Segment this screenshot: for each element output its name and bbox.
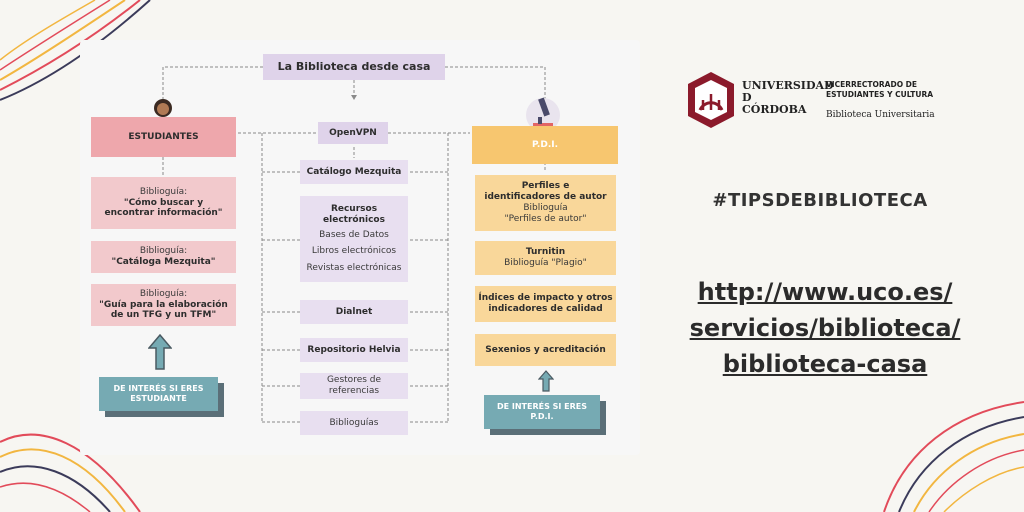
students-item-3-line2: "Guía para la elaboración bbox=[99, 299, 228, 310]
center-item-recursos-sub2: Libros electrónicos bbox=[311, 246, 397, 257]
center-item-dialnet-title: Dialnet bbox=[335, 306, 373, 317]
center-item-catalogo-title: Catálogo Mezquita bbox=[306, 166, 402, 177]
students-item-1-line3: encontrar información" bbox=[104, 208, 223, 219]
pdi-item-perfiles-title1: Perfiles e bbox=[521, 181, 570, 192]
diagram-title: La Biblioteca desde casa bbox=[263, 54, 445, 80]
students-header-label: ESTUDIANTES bbox=[128, 131, 199, 142]
pdi-item-turnitin-title: Turnitin bbox=[525, 247, 566, 258]
center-item-recursos-title2: electrónicos bbox=[323, 214, 385, 225]
diagram-title-text: La Biblioteca desde casa bbox=[277, 60, 431, 74]
students-item-2-line2: "Catáloga Mezquita" bbox=[111, 257, 216, 267]
center-item-gestores-line2: referencias bbox=[328, 386, 380, 396]
students-item-2: Biblioguía: "Catáloga Mezquita" bbox=[91, 241, 236, 273]
pdi-item-perfiles-title2: identificadores de autor bbox=[484, 192, 607, 203]
university-emblem-icon bbox=[688, 72, 734, 128]
university-name-line3: CÓRDOBA bbox=[742, 103, 807, 116]
center-header-label: OpenVPN bbox=[329, 127, 377, 138]
link-line2[interactable]: servicios/biblioteca/ bbox=[689, 314, 961, 342]
center-item-gestores-line1: Gestores de bbox=[326, 375, 382, 386]
center-item-catalogo: Catálogo Mezquita bbox=[300, 160, 408, 184]
pdi-item-indices-title1: Índices de impacto y otros bbox=[478, 293, 613, 304]
arrow-up-icon bbox=[148, 334, 172, 370]
library-home-link[interactable]: http://www.uco.es/ servicios/biblioteca/… bbox=[660, 274, 990, 382]
students-footer-line2: ESTUDIANTE bbox=[130, 394, 187, 403]
microscope-illustration-icon bbox=[526, 97, 560, 132]
arrow-up-icon-pdi bbox=[538, 370, 554, 392]
pdi-header-label: P.D.I. bbox=[531, 139, 559, 150]
library-name: Biblioteca Universitaria bbox=[826, 110, 935, 120]
center-header: OpenVPN bbox=[318, 122, 388, 144]
students-item-1-line1: Biblioguía: bbox=[139, 186, 188, 197]
center-item-helvia: Repositorio Helvia bbox=[300, 338, 408, 362]
pdi-footer-line1: DE INTERÉS SI ERES bbox=[496, 402, 588, 412]
center-item-bibliog: Biblioguías bbox=[300, 411, 408, 435]
students-item-3: Biblioguía: "Guía para la elaboración de… bbox=[91, 284, 236, 326]
students-item-3-line1: Biblioguía: bbox=[139, 288, 188, 299]
students-item-1: Biblioguía: "Cómo buscar y encontrar inf… bbox=[91, 177, 236, 229]
pdi-item-sexenios-title: Sexenios y acreditación bbox=[485, 344, 606, 355]
pdi-header: P.D.I. bbox=[472, 126, 618, 164]
students-item-3-line3: de un TFG y un TFM" bbox=[110, 310, 217, 321]
center-item-bibliog-line1: Biblioguías bbox=[329, 417, 379, 428]
center-item-gestores: Gestores de referencias bbox=[300, 373, 408, 399]
pdi-item-turnitin-sub1: Biblioguía "Plagio" bbox=[504, 258, 587, 268]
students-footer: DE INTERÉS SI ERES ESTUDIANTE bbox=[99, 377, 218, 411]
center-item-helvia-title: Repositorio Helvia bbox=[307, 344, 401, 355]
students-item-2-line1: Biblioguía: bbox=[139, 246, 188, 257]
center-item-recursos-title1: Recursos bbox=[330, 204, 378, 214]
students-item-1-line2: "Cómo buscar y bbox=[123, 197, 204, 208]
center-item-recursos-sub1: Bases de Datos bbox=[319, 229, 389, 240]
hashtag: #TIPSDEBIBLIOTECA bbox=[712, 190, 928, 211]
pdi-footer: DE INTERÉS SI ERES P.D.I. bbox=[484, 395, 600, 429]
pdi-footer-line2: P.D.I. bbox=[530, 412, 554, 421]
center-item-dialnet: Dialnet bbox=[300, 300, 408, 324]
university-name-line2: D bbox=[742, 91, 752, 104]
pdi-item-perfiles-sub2: "Perfiles de autor" bbox=[504, 213, 587, 224]
link-line1[interactable]: http://www.uco.es/ bbox=[697, 278, 953, 306]
university-logo: UNIVERSIDAD D CÓRDOBA VICERRECTORADO DE … bbox=[686, 70, 946, 132]
university-name-line1: UNIVERSIDAD bbox=[742, 79, 834, 92]
students-footer-line1: DE INTERÉS SI ERES bbox=[113, 384, 204, 394]
pdi-item-perfiles-sub1: Biblioguía bbox=[523, 203, 568, 213]
vicerrectorado-line1: VICERRECTORADO DE bbox=[826, 80, 918, 89]
link-line3[interactable]: biblioteca-casa bbox=[722, 350, 928, 378]
center-item-recursos-sub3: Revistas electrónicas bbox=[306, 263, 402, 274]
pdi-item-turnitin: Turnitin Biblioguía "Plagio" bbox=[475, 241, 616, 275]
pdi-item-indices: Índices de impacto y otros indicadores d… bbox=[475, 286, 616, 322]
students-header: ESTUDIANTES bbox=[91, 117, 236, 157]
pdi-item-indices-title2: indicadores de calidad bbox=[488, 304, 603, 314]
pdi-item-perfiles: Perfiles e identificadores de autor Bibl… bbox=[475, 175, 616, 231]
vicerrectorado-line2: ESTUDIANTES Y CULTURA bbox=[826, 90, 934, 99]
pdi-item-sexenios: Sexenios y acreditación bbox=[475, 334, 616, 366]
center-item-recursos: Recursos electrónicos Bases de Datos Lib… bbox=[300, 196, 408, 282]
